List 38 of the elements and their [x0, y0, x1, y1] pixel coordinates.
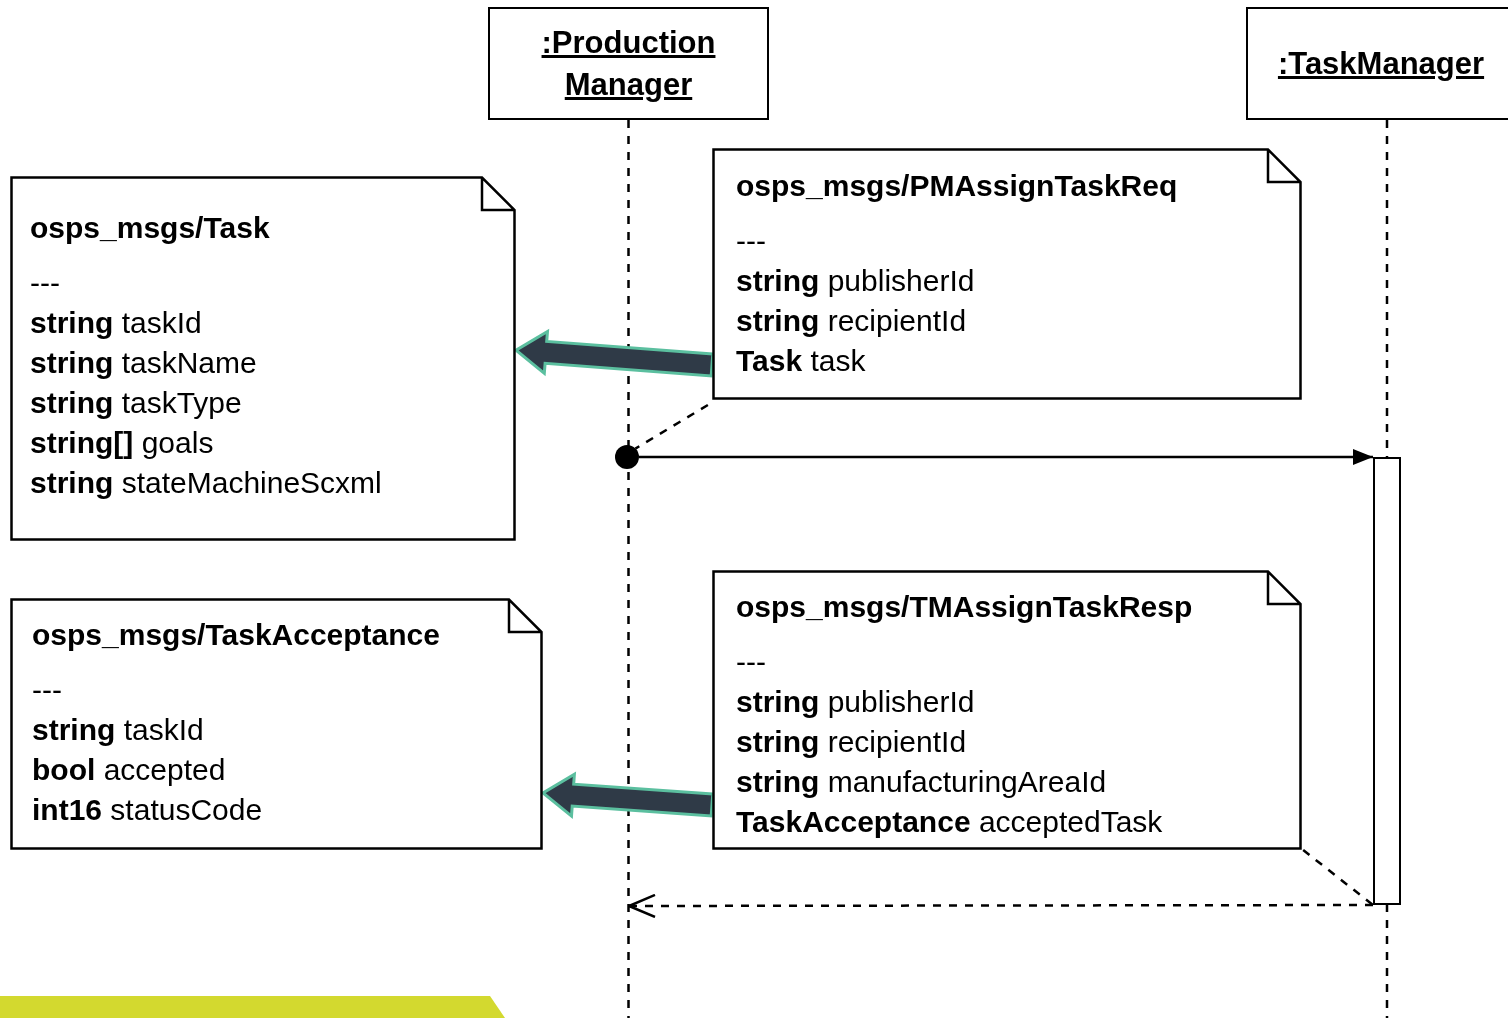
lifeline-head-box — [488, 7, 769, 120]
note-title: osps_msgs/Task — [30, 210, 271, 246]
field-line: --- — [32, 672, 63, 708]
participant-name: :TaskManager — [1277, 44, 1485, 83]
note-box — [712, 148, 1302, 400]
field-line: string recipientId — [736, 303, 968, 339]
note-box — [10, 176, 516, 541]
block-arrow — [513, 328, 715, 378]
block-arrow — [540, 771, 715, 820]
activation-bar — [1373, 457, 1401, 905]
field-line: --- — [30, 265, 61, 301]
field-line: Task task — [736, 343, 867, 379]
field-line: bool accepted — [32, 752, 227, 788]
field-line: --- — [736, 223, 767, 259]
note-connector — [1302, 849, 1374, 906]
field-line: string recipientId — [736, 724, 968, 760]
field-line: int16 statusCode — [32, 792, 264, 828]
field-line: string taskName — [30, 345, 258, 381]
note-box — [712, 570, 1302, 850]
lifeline-head-box — [1246, 7, 1508, 120]
field-line: string taskType — [30, 385, 243, 421]
note-box — [10, 598, 543, 850]
field-line: string taskId — [32, 712, 205, 748]
field-line: string manufacturingAreaId — [736, 764, 1108, 800]
field-line: string publisherId — [736, 263, 976, 299]
return-arrow — [627, 893, 1373, 919]
field-line: string publisherId — [736, 684, 976, 720]
message-arrow — [639, 449, 1373, 465]
note-connector — [634, 403, 709, 450]
field-line: TaskAcceptance acceptedTask — [736, 804, 1164, 840]
note-title: osps_msgs/TaskAcceptance — [32, 617, 441, 653]
field-line: --- — [736, 644, 767, 680]
field-line: string stateMachineScxml — [30, 465, 383, 501]
note-title: osps_msgs/TMAssignTaskResp — [736, 589, 1194, 625]
field-line: string[] goals — [30, 425, 215, 461]
participant-name: :Production Manager — [540, 23, 717, 104]
note-title: osps_msgs/PMAssignTaskReq — [736, 168, 1179, 204]
field-line: string taskId — [30, 305, 203, 341]
